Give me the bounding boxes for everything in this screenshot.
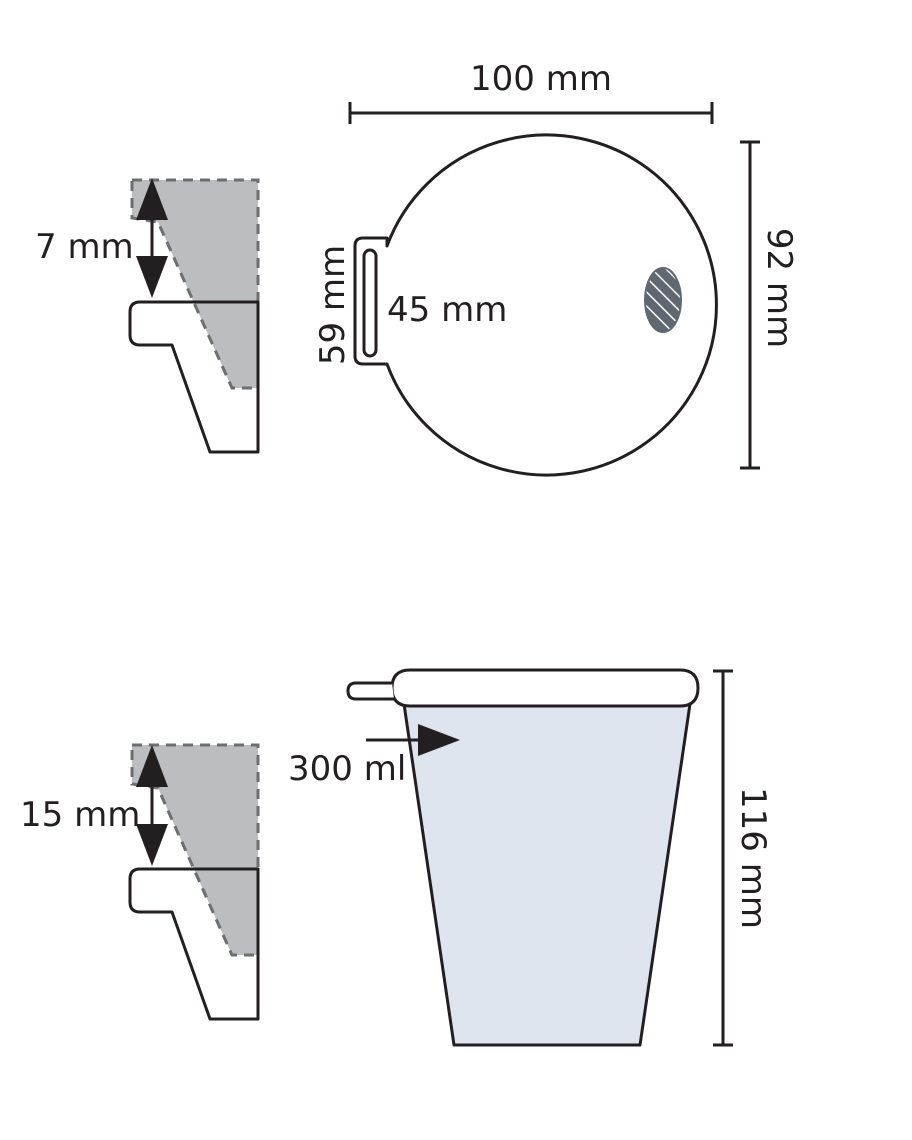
overhang-label-top: 7 mm	[35, 227, 134, 267]
cup-lid-tab	[346, 681, 394, 701]
cup-body	[402, 702, 692, 1047]
overhang-arrow-top	[136, 178, 168, 298]
lid-slot	[362, 248, 378, 358]
fill-line-arrow	[366, 724, 460, 756]
overhang-arrow-bottom	[136, 745, 168, 866]
lid-width-label: 100 mm	[470, 59, 612, 99]
cup-height-label: 116 mm	[733, 787, 773, 929]
lid-width-dimension	[348, 102, 714, 124]
slot-inner-label: 45 mm	[387, 290, 507, 330]
lid-top-view: 100 mm 59 mm 45 mm 92 mm	[313, 59, 799, 477]
cup-height-dimension	[713, 669, 733, 1047]
bracket-top-view: 7 mm	[35, 178, 260, 454]
lid-height-label: 92 mm	[759, 228, 799, 348]
cup-volume-label: 300 ml	[288, 749, 406, 789]
overhang-region-bottom	[130, 743, 260, 957]
lid-outline	[353, 133, 718, 477]
cup-side-view: 300 ml 116 mm	[288, 668, 773, 1047]
lid-height-dimension	[740, 140, 760, 470]
overhang-region-top	[130, 178, 260, 390]
slot-length-label: 59 mm	[313, 245, 353, 365]
bracket-top-outline	[128, 300, 260, 454]
bracket-bottom-outline	[128, 867, 260, 1021]
overhang-label-bottom: 15 mm	[20, 795, 140, 835]
lid-vent-icon	[644, 267, 682, 333]
cup-lid-rim	[390, 668, 700, 708]
bracket-bottom-view: 15 mm	[20, 743, 260, 1021]
